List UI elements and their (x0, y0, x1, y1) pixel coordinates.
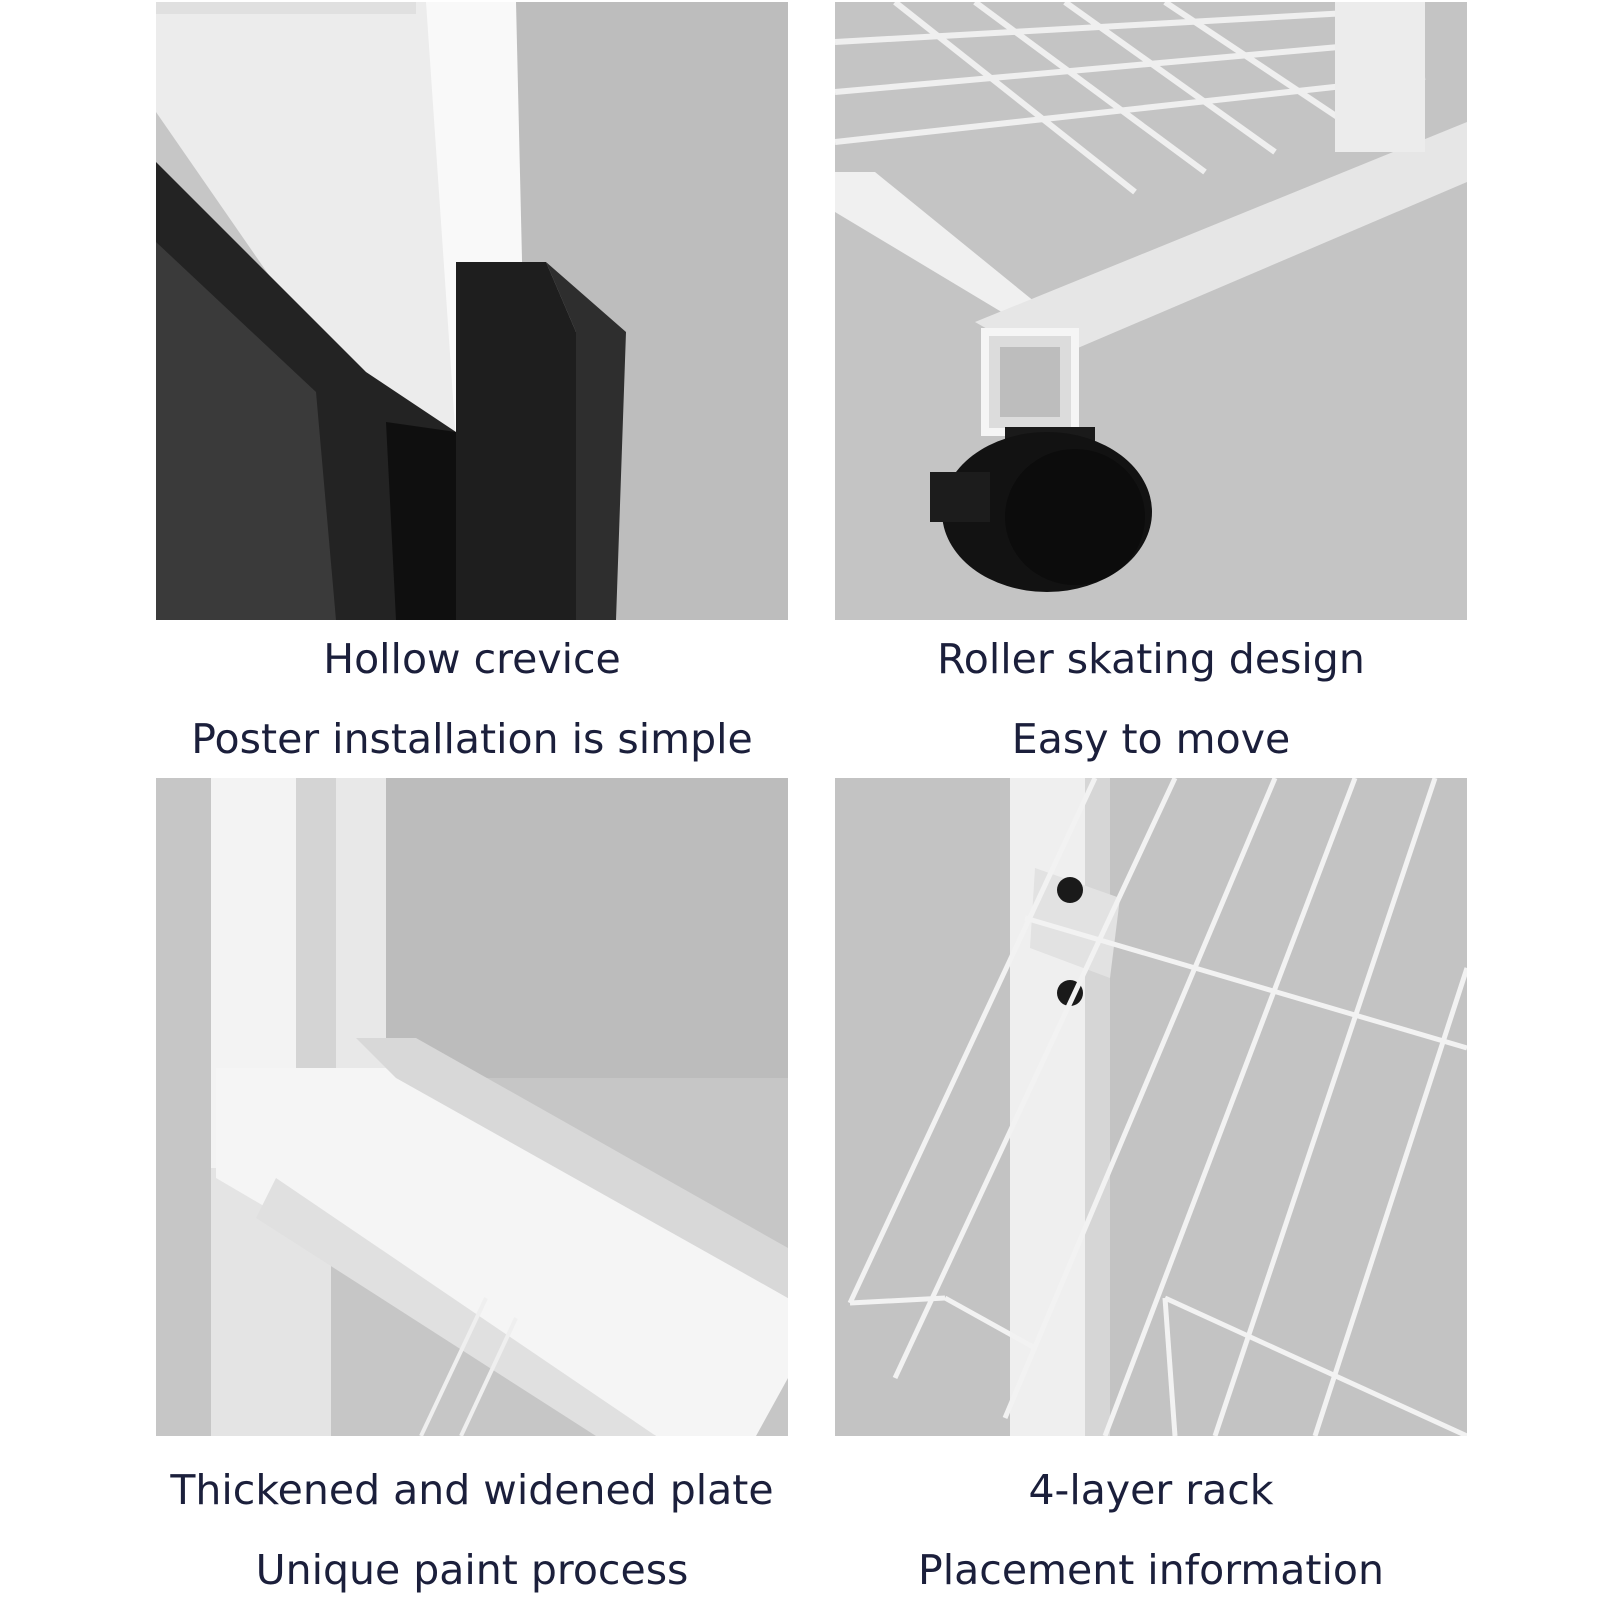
caption-four-layer-rack-title: 4-layer rack (1028, 1466, 1274, 1514)
caption-thickened-plate-subtitle: Unique paint process (255, 1546, 689, 1594)
caption-hollow-crevice-subtitle: Poster installation is simple (191, 715, 753, 763)
caption-hollow-crevice-title: Hollow crevice (323, 635, 621, 683)
caption-roller-skating-subtitle: Easy to move (1011, 715, 1291, 763)
caption-four-layer-rack-subtitle: Placement information (918, 1546, 1384, 1594)
photo-roller-skating (835, 2, 1467, 620)
caption-roller-skating-title: Roller skating design (937, 635, 1365, 683)
photo-four-layer-rack (835, 778, 1467, 1436)
photo-thickened-plate (156, 778, 788, 1436)
caption-thickened-plate-title: Thickened and widened plate (170, 1466, 774, 1514)
photo-hollow-crevice (156, 2, 788, 620)
